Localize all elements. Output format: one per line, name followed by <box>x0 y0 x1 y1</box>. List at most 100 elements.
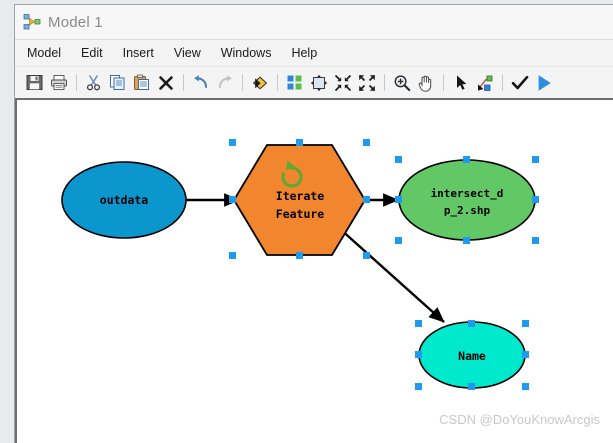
handle-nw[interactable] <box>395 156 402 163</box>
run-play-icon <box>538 74 551 91</box>
menu-edit[interactable]: Edit <box>81 46 103 60</box>
watermark-text: CSDN @DoYouKnowArcgis <box>439 412 600 427</box>
toolbar-separator <box>502 74 503 91</box>
handle-ne[interactable] <box>532 156 539 163</box>
cut-scissors-icon <box>86 75 101 91</box>
toolbar-separator <box>384 74 385 91</box>
select-button[interactable] <box>449 71 472 94</box>
connector-iterate-to-name[interactable] <box>338 227 445 323</box>
handle-se[interactable] <box>532 237 539 244</box>
model-element-name[interactable]: Name <box>415 320 529 390</box>
add-data-diamond-icon <box>252 75 267 90</box>
auto-layout-button[interactable] <box>283 71 306 94</box>
iterate-feature-label-line2: Feature <box>276 207 325 221</box>
selection-handles-name[interactable] <box>415 320 529 390</box>
selection-handles-iterate-feature[interactable] <box>229 139 370 259</box>
model-canvas[interactable]: outdata Iterate Feature <box>17 100 613 443</box>
cut-button[interactable] <box>82 71 105 94</box>
handle-w[interactable] <box>395 196 402 203</box>
model-element-iterate-feature[interactable]: Iterate Feature <box>229 139 370 259</box>
full-extent-icon <box>310 74 327 91</box>
save-icon <box>26 75 43 90</box>
handle-ne[interactable] <box>522 320 529 327</box>
toolbar[interactable] <box>15 67 613 99</box>
handle-nw[interactable] <box>415 320 422 327</box>
redo-arrow-icon <box>218 75 232 89</box>
paste-icon <box>134 74 149 90</box>
handle-n[interactable] <box>463 156 470 163</box>
model-canvas-area[interactable]: outdata Iterate Feature <box>15 98 613 443</box>
handle-n[interactable] <box>296 139 303 146</box>
zoom-out-corners-icon <box>358 74 375 91</box>
validate-button[interactable] <box>508 71 531 94</box>
paste-button[interactable] <box>130 71 153 94</box>
toolbar-separator <box>277 74 278 91</box>
delete-x-icon <box>158 75 173 90</box>
intersect-label-line1: intersect_d <box>431 187 504 200</box>
copy-button[interactable] <box>106 71 129 94</box>
handle-sw[interactable] <box>229 252 236 259</box>
model-element-intersect-dp-2-shp[interactable]: intersect_d p_2.shp <box>395 156 539 244</box>
handle-ne[interactable] <box>363 139 370 146</box>
handle-sw[interactable] <box>395 237 402 244</box>
intersect-label-line2: p_2.shp <box>444 204 491 217</box>
intersect-ellipse-shape[interactable] <box>398 159 536 241</box>
redo-button[interactable] <box>213 71 236 94</box>
toolbar-separator <box>183 74 184 91</box>
handle-e[interactable] <box>522 351 529 358</box>
zoom-to-fit-button[interactable] <box>331 71 354 94</box>
menu-help[interactable]: Help <box>291 46 318 60</box>
handle-s[interactable] <box>296 252 303 259</box>
name-label: Name <box>458 349 486 363</box>
undo-button[interactable] <box>189 71 212 94</box>
handle-w[interactable] <box>415 351 422 358</box>
handle-se[interactable] <box>522 383 529 390</box>
run-button[interactable] <box>532 71 555 94</box>
menu-model[interactable]: Model <box>27 46 62 60</box>
outdata-label: outdata <box>100 193 149 207</box>
title-bar: Model 1 <box>15 5 613 40</box>
handle-s[interactable] <box>468 383 475 390</box>
add-data-button[interactable] <box>248 71 271 94</box>
model-builder-icon <box>23 14 41 30</box>
handle-sw[interactable] <box>415 383 422 390</box>
connect-tool-icon <box>477 75 492 91</box>
loop-refresh-icon <box>281 160 303 188</box>
handle-s[interactable] <box>463 237 470 244</box>
handle-n[interactable] <box>468 320 475 327</box>
validate-check-icon <box>511 75 528 89</box>
magnifier-zoom-icon <box>394 74 410 91</box>
selection-handles-intersect[interactable] <box>395 156 539 244</box>
model-element-outdata[interactable]: outdata <box>61 161 187 239</box>
zoom-in-button[interactable] <box>390 71 413 94</box>
auto-layout-grid-icon <box>287 75 302 90</box>
full-extent-button[interactable] <box>307 71 330 94</box>
handle-nw[interactable] <box>229 139 236 146</box>
copy-icon <box>110 75 125 90</box>
menu-view[interactable]: View <box>173 46 201 60</box>
menu-bar[interactable]: Model Edit Insert View Windows Help <box>15 40 613 67</box>
outdata-ellipse-shape[interactable] <box>61 161 187 239</box>
pan-hand-icon <box>418 75 432 92</box>
menu-windows[interactable]: Windows <box>220 46 272 60</box>
handle-e[interactable] <box>363 196 370 203</box>
toolbar-separator <box>242 74 243 91</box>
model-diagram[interactable]: outdata Iterate Feature <box>17 100 613 443</box>
iterate-feature-label-line1: Iterate <box>276 189 325 203</box>
undo-arrow-icon <box>193 75 207 89</box>
delete-button[interactable] <box>154 71 177 94</box>
toolbar-separator <box>76 74 77 91</box>
save-button[interactable] <box>23 71 46 94</box>
zoom-to-fit-icon <box>334 74 351 91</box>
model-builder-window: Model 1 Model Edit Insert View Windows H… <box>14 4 613 443</box>
pan-button[interactable] <box>414 71 437 94</box>
print-button[interactable] <box>47 71 70 94</box>
handle-se[interactable] <box>363 252 370 259</box>
handle-e[interactable] <box>532 196 539 203</box>
connect-button[interactable] <box>473 71 496 94</box>
zoom-out-button[interactable] <box>355 71 378 94</box>
window-title: Model 1 <box>48 13 103 31</box>
menu-insert[interactable]: Insert <box>122 46 154 60</box>
handle-w[interactable] <box>229 196 236 203</box>
